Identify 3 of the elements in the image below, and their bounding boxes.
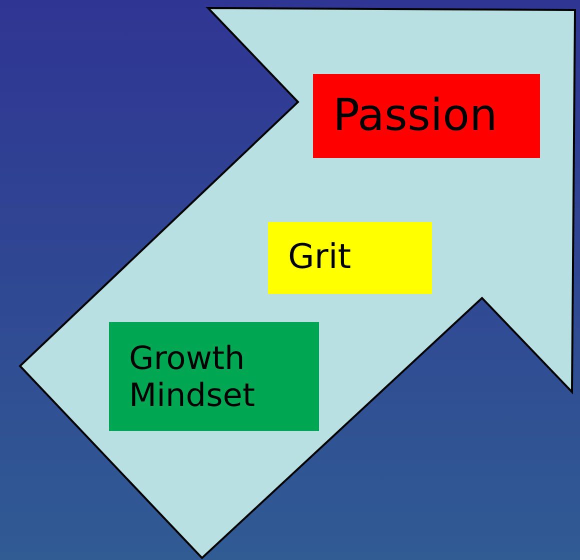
label-box: Growth Mindset — [109, 322, 319, 431]
label-box: Passion — [313, 74, 540, 158]
label-box: Grit — [268, 222, 432, 294]
